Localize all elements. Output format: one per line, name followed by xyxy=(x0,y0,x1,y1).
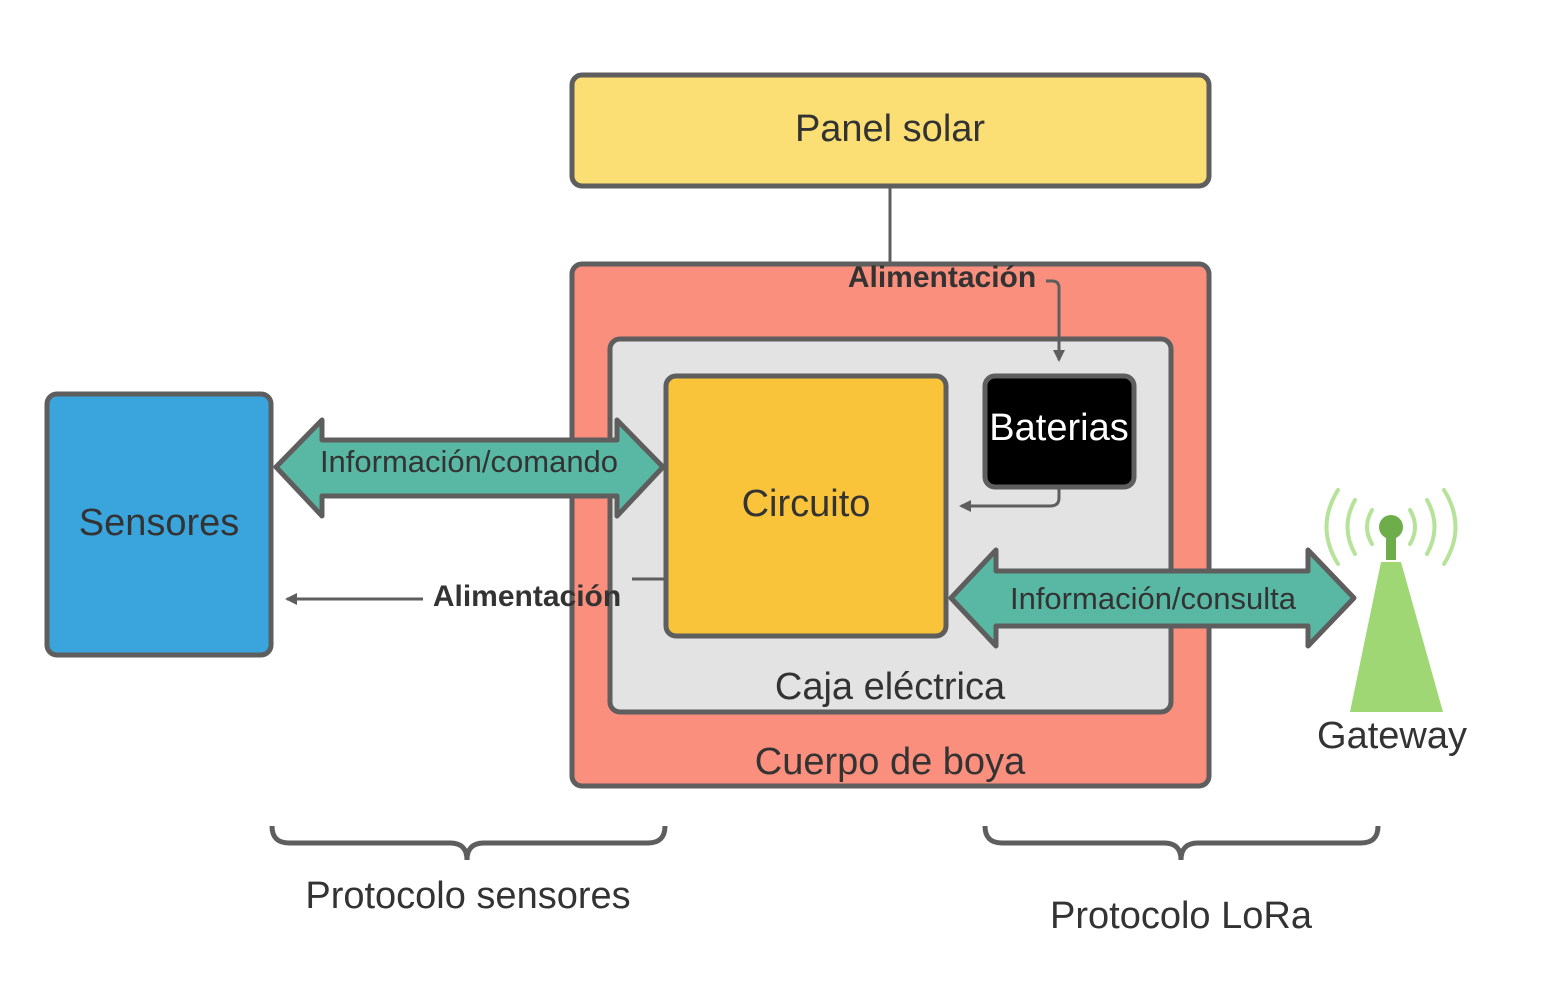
alimentacion-top-arrow xyxy=(1046,279,1065,362)
info-consulta-arrow-shape xyxy=(948,547,1357,649)
cuerpo-boya-label: Cuerpo de boya xyxy=(755,741,1026,783)
alimentacion-top-label: Alimentación xyxy=(848,261,1036,294)
caja-electrica-label: Caja eléctrica xyxy=(775,666,1006,708)
protocolo-sensores-label: Protocolo sensores xyxy=(305,875,630,917)
info-comando-label: Información/comando xyxy=(320,444,618,479)
baterias-label: Baterias xyxy=(989,407,1128,449)
info-comando-arrow-shape xyxy=(273,417,666,519)
protocolo-lora-label: Protocolo LoRa xyxy=(1050,895,1313,937)
panel-solar-label: Panel solar xyxy=(795,108,985,150)
info-consulta-arrow: Información/consulta xyxy=(948,547,1357,649)
alimentacion-sensores-label: Alimentación xyxy=(433,580,621,613)
baterias-box xyxy=(982,373,1137,490)
protocolo-lora-brace xyxy=(982,825,1381,861)
circuito-box xyxy=(663,373,949,639)
sensores-label: Sensores xyxy=(79,502,240,544)
circuito-node: Circuito xyxy=(663,373,949,639)
baterias-node: Baterias xyxy=(982,373,1137,490)
panel-solar-node: Panel solar xyxy=(569,72,1212,189)
protocolo-sensores-brace xyxy=(269,825,668,861)
antenna-tower-icon xyxy=(1324,488,1458,712)
sensores-node: Sensores xyxy=(44,391,274,658)
sensores-box xyxy=(44,391,274,658)
baterias-to-circuito-arrow xyxy=(959,489,1061,512)
info-consulta-label: Información/consulta xyxy=(1010,581,1297,616)
circuito-label: Circuito xyxy=(742,483,871,525)
info-comando-arrow: Información/comando xyxy=(273,417,666,519)
gateway-label: Gateway xyxy=(1317,715,1467,757)
